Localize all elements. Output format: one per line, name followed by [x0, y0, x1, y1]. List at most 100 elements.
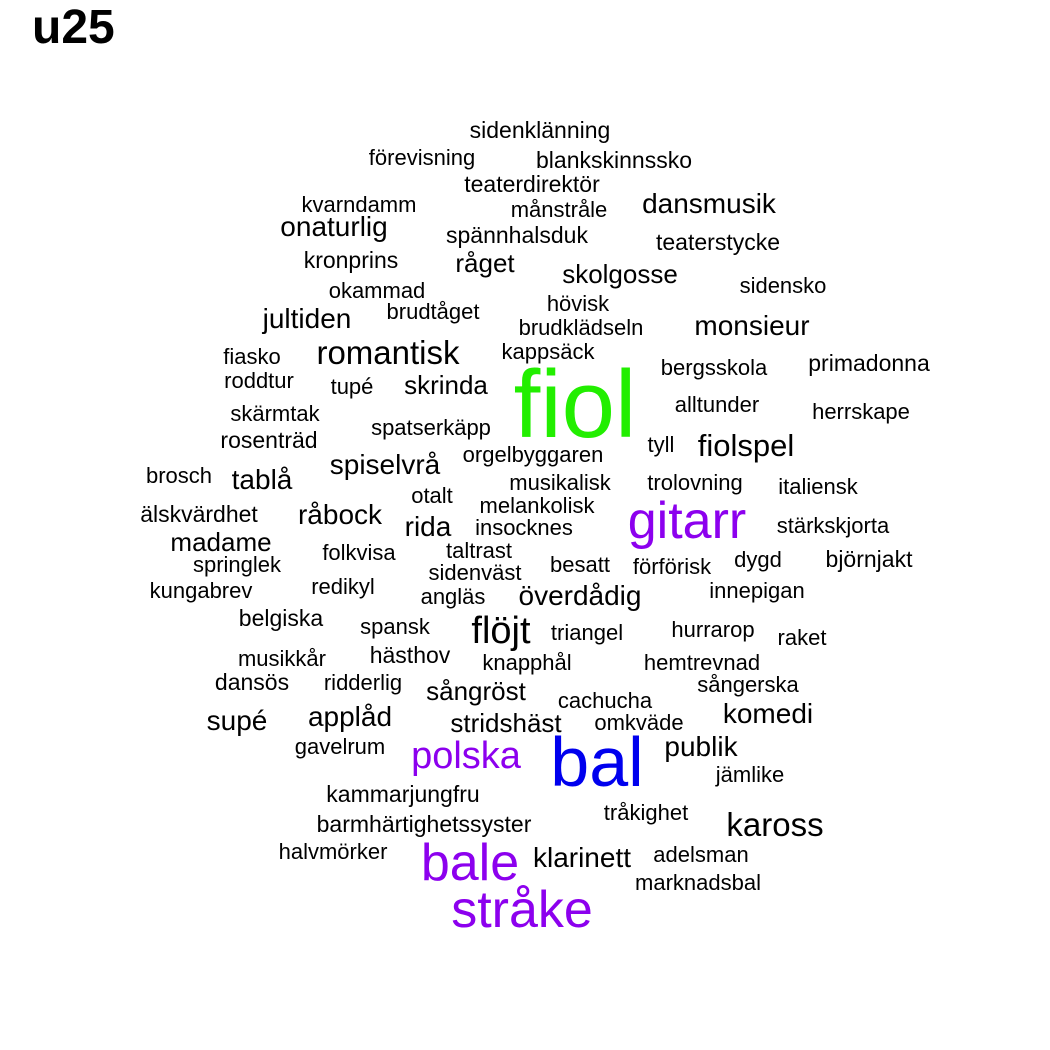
cloud-word: jämlike [715, 762, 784, 787]
cloud-word: skärmtak [230, 401, 320, 426]
cloud-word: kammarjungfru [326, 781, 479, 807]
cloud-word: teaterdirektör [464, 171, 600, 197]
cloud-word: innepigan [709, 578, 804, 603]
cloud-word: besatt [550, 552, 610, 577]
cloud-word: polska [411, 735, 522, 777]
cloud-word: marknadsbal [635, 870, 761, 895]
cloud-word: applåd [308, 701, 392, 732]
cloud-word: primadonna [808, 350, 930, 376]
cloud-word: kvarndamm [302, 192, 417, 217]
cloud-word: tyll [648, 432, 675, 457]
cloud-word: älskvärdhet [140, 501, 258, 527]
cloud-word: sidenväst [429, 560, 522, 585]
cloud-word: omkväde [594, 710, 683, 735]
cloud-word: spatserkäpp [371, 415, 491, 440]
cloud-word: halvmörker [279, 839, 388, 864]
cloud-word: hövisk [547, 291, 610, 316]
cloud-word: kungabrev [150, 578, 253, 603]
cloud-word: folkvisa [322, 540, 396, 565]
cloud-word: teaterstycke [656, 229, 780, 255]
cloud-word: roddtur [224, 368, 294, 393]
cloud-word: angläs [421, 584, 486, 609]
cloud-word: sångröst [426, 676, 526, 706]
cloud-word: tablå [232, 464, 293, 495]
cloud-word: okammad [329, 278, 426, 303]
cloud-word: råbock [298, 499, 383, 530]
cloud-word: adelsman [653, 842, 748, 867]
cloud-word: romantisk [316, 334, 460, 371]
cloud-word: flöjt [471, 610, 531, 652]
cloud-word: brudtåget [387, 299, 480, 324]
cloud-word: gitarr [628, 492, 746, 550]
cloud-word: springlek [193, 552, 282, 577]
cloud-word: förevisning [369, 145, 475, 170]
cloud-word: hurrarop [671, 617, 754, 642]
cloud-word: trolovning [647, 470, 742, 495]
cloud-word: insocknes [475, 515, 573, 540]
cloud-word: spännhalsduk [446, 222, 588, 248]
cloud-word: skolgosse [562, 259, 678, 289]
cloud-word: italiensk [778, 474, 858, 499]
cloud-word: bale [421, 834, 519, 892]
cloud-word: dansmusik [642, 188, 777, 219]
cloud-word: supé [207, 705, 268, 736]
cloud-word: melankolisk [480, 493, 596, 518]
cloud-word: dygd [734, 547, 782, 572]
cloud-word: onaturlig [280, 211, 387, 242]
cloud-word: stråke [451, 881, 593, 939]
cloud-word: tupé [331, 374, 374, 399]
cloud-word: fiol [514, 351, 637, 458]
cloud-word: bal [550, 723, 643, 801]
cloud-word: sångerska [697, 672, 799, 697]
cloud-word: ridderlig [324, 670, 402, 695]
cloud-word: sidensko [740, 273, 827, 298]
cloud-word: alltunder [675, 392, 759, 417]
cloud-word: fiolspel [698, 428, 795, 463]
cloud-word: raket [778, 625, 827, 650]
cloud-word: herrskape [812, 399, 910, 424]
cloud-word: musikkår [238, 646, 326, 671]
cloud-word: kaross [726, 806, 823, 843]
cloud-word: spansk [360, 614, 431, 639]
cloud-word: kronprins [304, 247, 399, 273]
cloud-word: brudklädseln [519, 315, 644, 340]
cloud-word: stridshäst [450, 708, 562, 738]
cloud-word: taltrast [446, 538, 512, 563]
cloud-word: otalt [411, 483, 453, 508]
cloud-word: rosenträd [220, 427, 317, 453]
cloud-word: fiasko [223, 344, 280, 369]
cloud-word: spiselvrå [330, 449, 441, 480]
cloud-word: råget [455, 248, 515, 278]
cloud-word: månstråle [511, 197, 608, 222]
cloud-word: komedi [723, 698, 813, 729]
cloud-word: orgelbyggaren [463, 442, 604, 467]
cloud-word: madame [170, 527, 271, 557]
cloud-word: klarinett [533, 842, 631, 873]
cloud-word: hästhov [370, 642, 451, 668]
cloud-word: bergsskola [661, 355, 768, 380]
cloud-word: tråkighet [604, 800, 688, 825]
cloud-word: dansös [215, 669, 289, 695]
cloud-word: björnjakt [826, 546, 914, 572]
cloud-word: triangel [551, 620, 623, 645]
cloud-word: monsieur [694, 310, 809, 341]
cloud-word: skrinda [404, 370, 488, 400]
cloud-word: belgiska [239, 605, 324, 631]
cloud-word: redikyl [311, 574, 375, 599]
cloud-word: knapphål [482, 650, 571, 675]
cloud-word: brosch [146, 463, 212, 488]
cloud-word: musikalisk [509, 470, 611, 495]
cloud-word: kappsäck [502, 339, 596, 364]
cloud-word: publik [664, 731, 738, 762]
cloud-word: gavelrum [295, 734, 385, 759]
cloud-word: hemtrevnad [644, 650, 760, 675]
cloud-word: cachucha [558, 688, 653, 713]
cloud-word: jultiden [262, 303, 352, 334]
cloud-word: barmhärtighetssyster [317, 811, 532, 837]
cloud-word: förförisk [633, 554, 712, 579]
cloud-word: stärkskjorta [777, 513, 890, 538]
panel-label: u25 [32, 1, 115, 54]
cloud-word: överdådig [519, 580, 642, 611]
cloud-word: blankskinnssko [536, 147, 692, 173]
